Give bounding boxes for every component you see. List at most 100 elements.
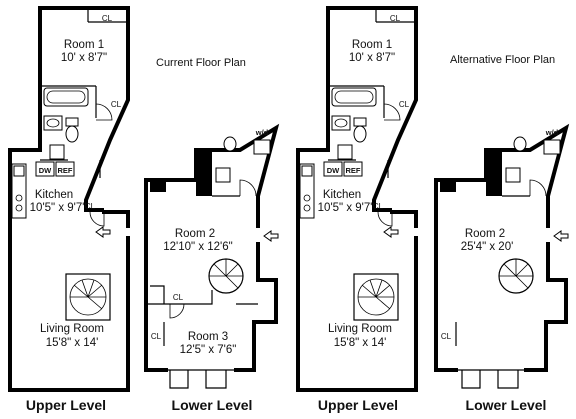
room1-closet-label: CL xyxy=(102,14,113,23)
dishwasher-label: DW xyxy=(39,166,52,175)
refrigerator-label: REF xyxy=(58,166,73,175)
kitchen-size: 10'5" x 9'7" xyxy=(30,202,87,214)
room2-alt-name: Room 2 xyxy=(465,228,505,240)
upper-entry-arrow-icon xyxy=(95,226,111,238)
alt-living-room-size: 15'8" x 14' xyxy=(334,337,387,349)
kitchen-closet-label: CL xyxy=(85,202,96,211)
alt-lower-bath-wall-block xyxy=(486,150,502,196)
alt-lower-bay-right xyxy=(497,370,519,389)
alt-lower-bath-door-swing xyxy=(529,179,547,197)
current-upper-level-plan xyxy=(8,6,130,392)
room2-current-size: 12'10" x 12'6" xyxy=(163,241,232,253)
alt-hall-sink xyxy=(337,144,353,160)
room2-current-name: Room 2 xyxy=(175,228,215,240)
alt-upper-entry-arrow-icon xyxy=(383,226,399,238)
alt-dishwasher-label: DW xyxy=(327,166,340,175)
current-lower-level-label: Lower Level xyxy=(172,397,253,413)
hall-sink xyxy=(49,144,65,160)
alt-lower-level-plan xyxy=(434,123,570,389)
bathtub-basin xyxy=(46,90,86,104)
alt-kitchen-size: 10'5" x 9'7" xyxy=(318,202,375,214)
alt-upper-level-plan xyxy=(296,6,418,392)
dishwasher-box xyxy=(35,161,55,177)
current-plan-title: Current Floor Plan xyxy=(156,57,246,69)
lower-wall-east xyxy=(234,242,278,372)
alt-refrigerator-label: REF xyxy=(346,166,361,175)
alt-living-room-name: Living Room xyxy=(328,323,392,335)
spiral-stair-well xyxy=(65,273,111,321)
alt-room1-size: 10' x 8'7" xyxy=(349,52,395,64)
upper-wall-south xyxy=(8,148,130,392)
alt-kitchen-closet-label: CL xyxy=(373,202,384,211)
current-lower-level-plan xyxy=(144,123,280,389)
washer-dryer-box xyxy=(253,139,271,155)
room1-size: 10' x 8'7" xyxy=(61,52,107,64)
bath-door-swing xyxy=(95,103,113,121)
lower-closet-wall xyxy=(150,285,165,304)
lower-wall-west xyxy=(144,178,168,372)
alt-stove-burner-1 xyxy=(303,194,311,202)
alt-room1-name: Room 1 xyxy=(352,39,392,51)
lower-toilet xyxy=(223,136,237,152)
room2-room3-divider xyxy=(146,290,213,305)
room3-closet-label: CL xyxy=(151,332,162,341)
hall-closet-label: CL xyxy=(111,100,122,109)
alt-lower-closet-label: CL xyxy=(441,332,452,341)
entry-door-swing xyxy=(89,211,105,227)
alt-lower-level-label: Lower Level xyxy=(466,397,547,413)
alt-room1-closet-label: CL xyxy=(390,14,401,23)
alt-kitchen-counter xyxy=(299,163,315,219)
alt-lower-entry-arrow-icon xyxy=(553,230,569,242)
lower-bay-left xyxy=(169,370,189,389)
chimney-block xyxy=(150,180,166,192)
room3-size: 12'5" x 7'6" xyxy=(180,344,237,356)
bath-sink-basin xyxy=(46,118,60,128)
refrigerator-box xyxy=(55,161,75,177)
lower-bath-wall-block xyxy=(196,150,212,196)
alt-bathtub-basin xyxy=(334,90,374,104)
alt-lower-toilet xyxy=(513,136,527,152)
room3-name: Room 3 xyxy=(188,331,228,343)
alt-washer-dryer-box xyxy=(543,139,561,155)
spiral-stair-treads xyxy=(70,279,106,310)
alt-lower-sink xyxy=(505,167,521,183)
lower-spiral-treads xyxy=(209,259,243,289)
upper-wall-entry xyxy=(102,210,130,228)
lower-sink xyxy=(215,167,231,183)
alt-stove-burner-2 xyxy=(303,204,311,212)
stove-burner-2 xyxy=(15,204,23,212)
current-upper-level-label: Upper Level xyxy=(26,397,106,413)
washer-dryer-label: w/d xyxy=(255,128,269,137)
kitchen-sink xyxy=(13,165,25,177)
stove-burner-1 xyxy=(15,194,23,202)
kitchen-name: Kitchen xyxy=(35,189,73,201)
alt-entry-door-swing xyxy=(377,211,393,227)
toilet-tank xyxy=(65,117,79,127)
alt-upper-wall-east-top xyxy=(326,6,418,212)
alt-washer-dryer-label: w/d xyxy=(545,128,559,137)
alt-bath-sink xyxy=(331,115,351,131)
alt-dishwasher-box xyxy=(323,161,343,177)
lower-bay-right xyxy=(205,370,227,389)
bath-sink xyxy=(43,115,63,131)
bathtub xyxy=(43,87,89,107)
toilet-bowl xyxy=(65,125,79,143)
alt-upper-level-label: Upper Level xyxy=(318,397,398,413)
lower-bath-door-swing xyxy=(239,179,257,197)
alt-refrigerator-box xyxy=(343,161,363,177)
room1-name: Room 1 xyxy=(64,39,104,51)
upper-wall-east-top xyxy=(38,6,130,212)
alt-bath-sink-basin xyxy=(334,118,348,128)
room2-alt-size: 25'4" x 20' xyxy=(461,241,514,253)
lower-closet-label: CL xyxy=(173,293,184,302)
alt-bathtub xyxy=(331,87,377,107)
alt-spiral-stair-well xyxy=(353,273,399,321)
alt-lower-bay-left xyxy=(461,370,481,389)
living-room-name: Living Room xyxy=(40,323,104,335)
alt-lower-wall-east xyxy=(524,242,568,372)
alt-toilet-bowl xyxy=(353,125,367,143)
alternative-plan-title: Alternative Floor Plan xyxy=(450,54,555,66)
alt-lower-spiral-treads xyxy=(499,259,533,289)
alt-chimney-block xyxy=(440,180,456,192)
